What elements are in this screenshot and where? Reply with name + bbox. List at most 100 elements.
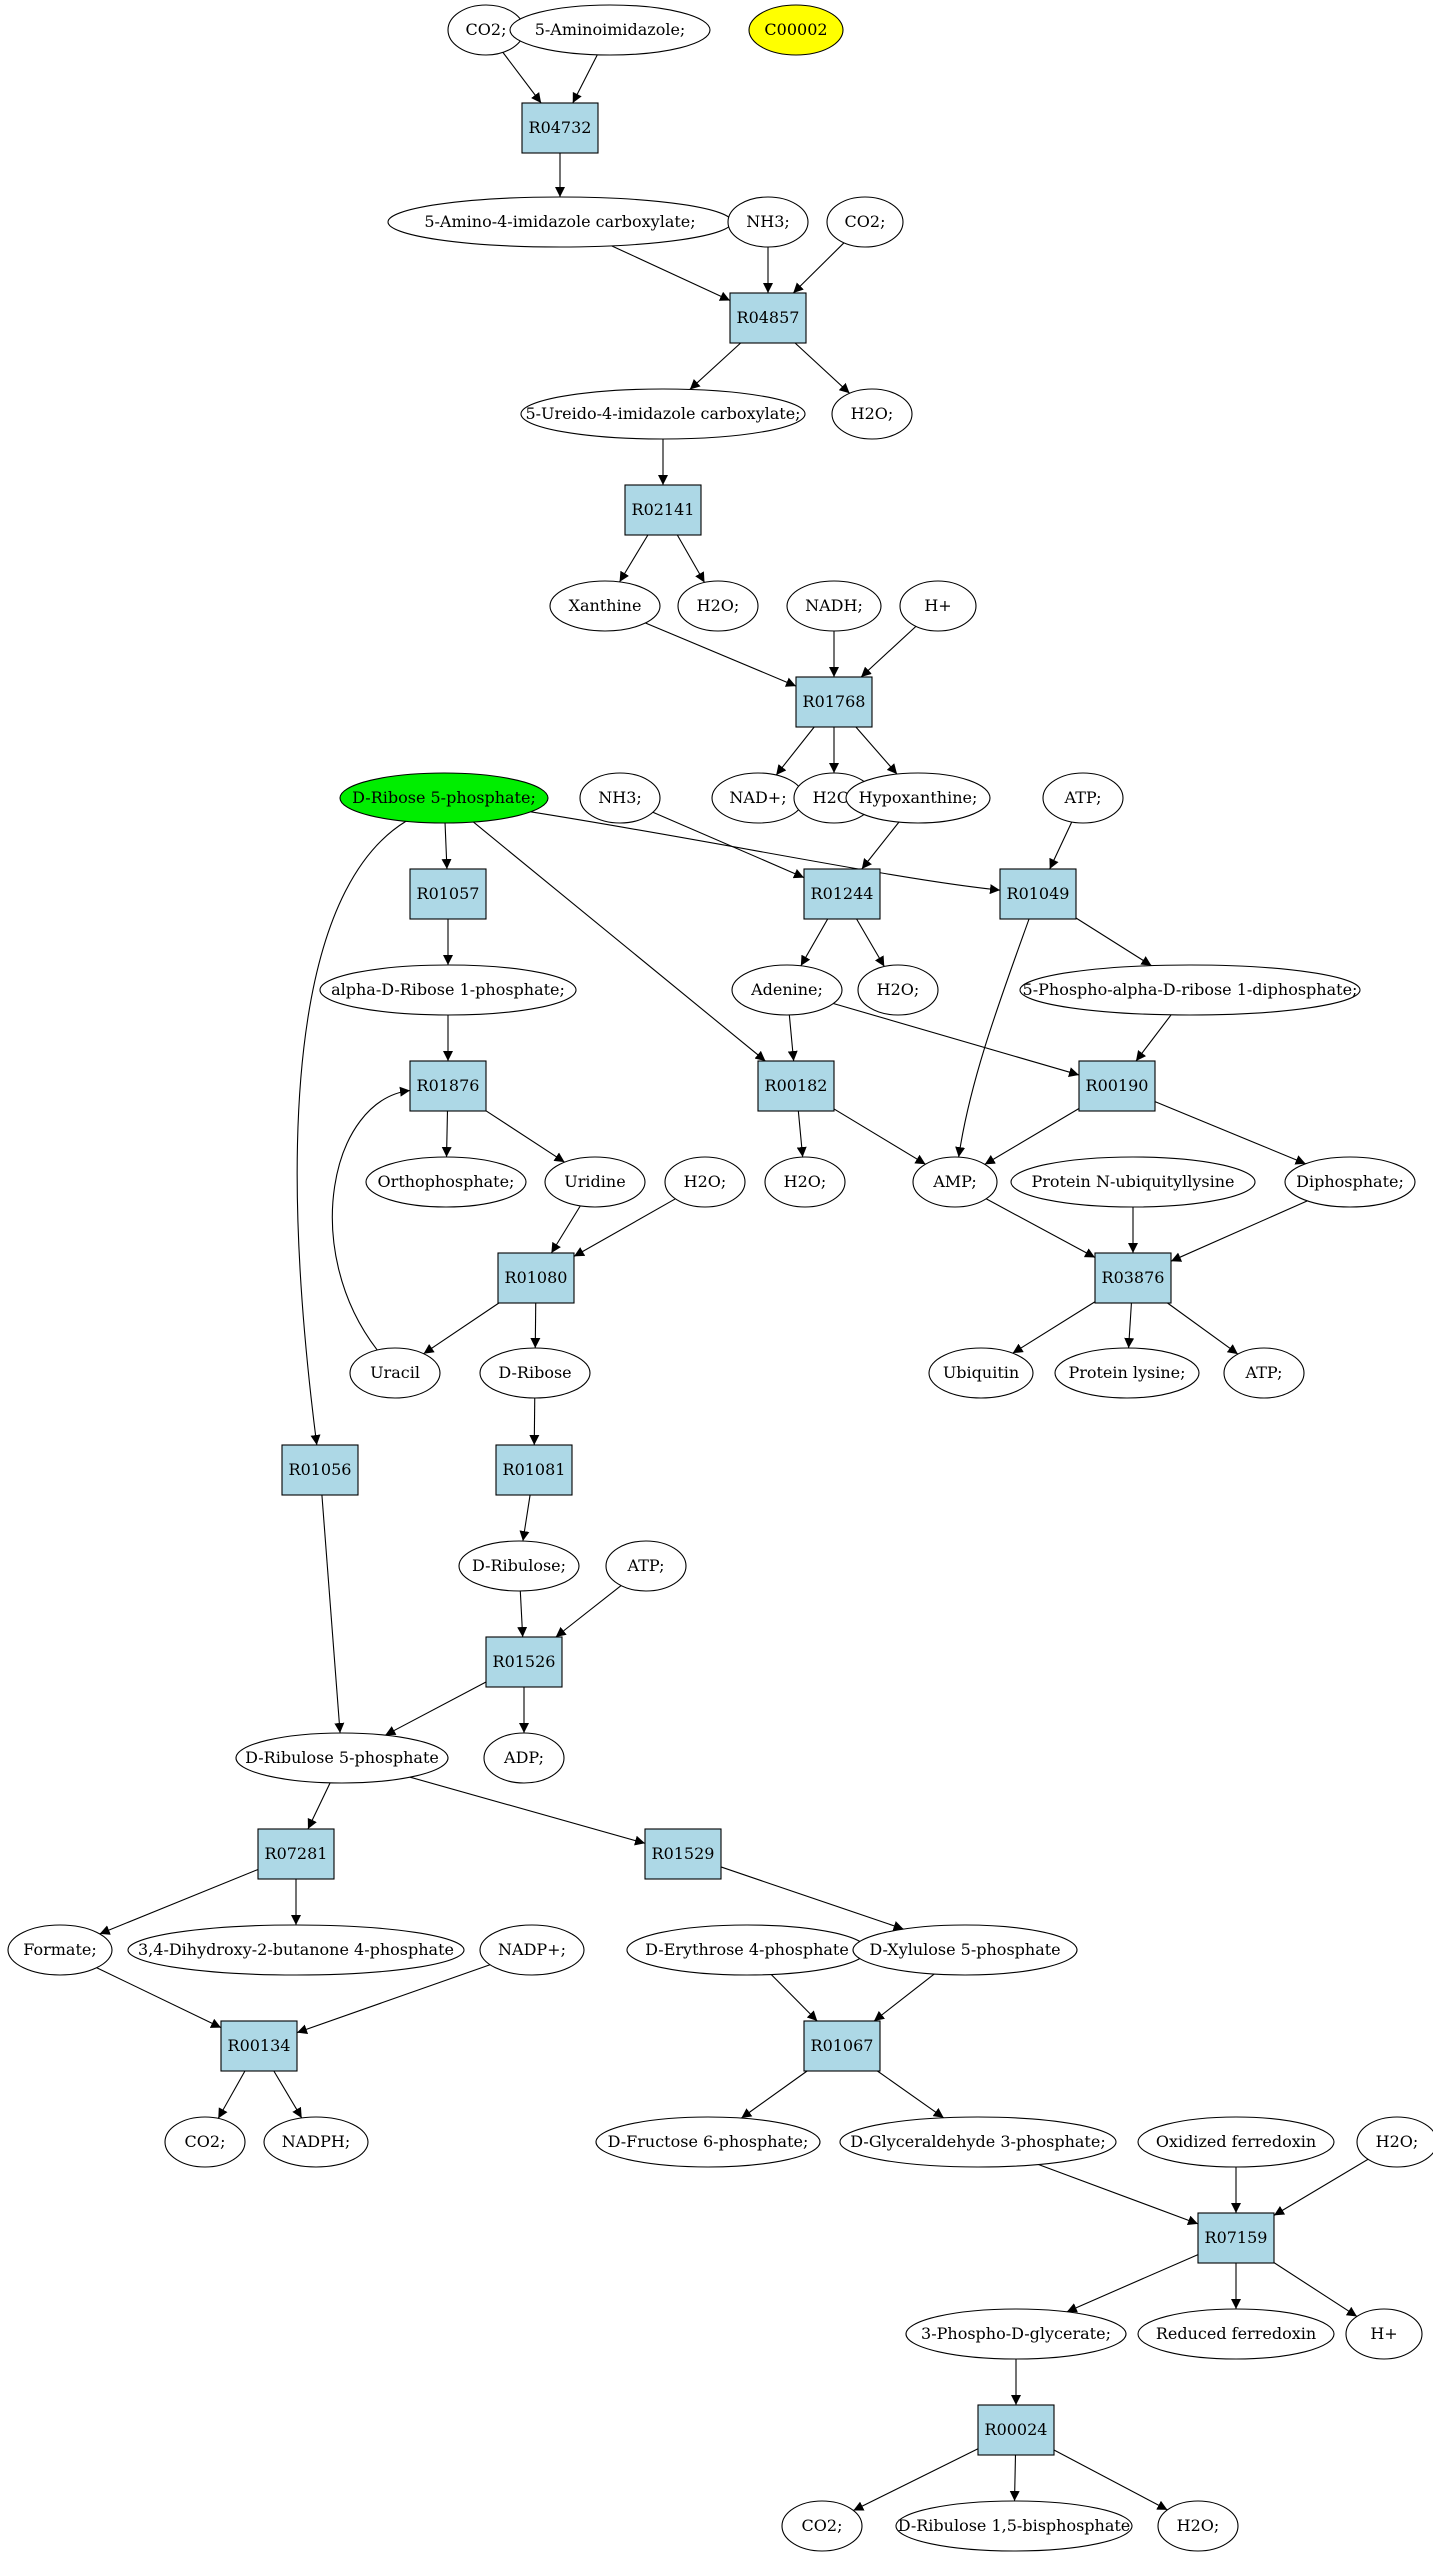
edge-r_r00134-to-c_co2_3 bbox=[217, 2070, 246, 2119]
compound-node-c_h2o_7[interactable]: H2O; bbox=[1356, 2116, 1433, 2168]
reaction-node-r_r02141[interactable]: R02141 bbox=[624, 484, 702, 536]
compound-node-c_ubiquitin[interactable]: Ubiquitin bbox=[928, 1347, 1034, 1399]
compound-node-c_5ureido[interactable]: 5-Ureido-4-imidazole carboxylate; bbox=[520, 388, 806, 440]
compound-node-c_3phosphodglycerate[interactable]: 3-Phospho-D-glycerate; bbox=[905, 2308, 1127, 2360]
compound-node-c_uracil[interactable]: Uracil bbox=[349, 1347, 441, 1399]
reaction-node-r_r00190[interactable]: R00190 bbox=[1078, 1060, 1156, 1112]
compound-ellipse bbox=[1284, 1156, 1416, 1208]
reaction-node-r_r07159[interactable]: R07159 bbox=[1197, 2212, 1275, 2264]
compound-node-c_alphadribose1p[interactable]: alpha-D-Ribose 1-phosphate; bbox=[319, 964, 577, 1016]
reaction-node-r_r01529[interactable]: R01529 bbox=[644, 1828, 722, 1880]
compound-node-c_dxylulose5p[interactable]: D-Xylulose 5-phosphate bbox=[852, 1924, 1078, 1976]
compound-node-c_nadplus[interactable]: NAD+; bbox=[711, 772, 805, 824]
compound-ellipse bbox=[781, 2500, 863, 2552]
node-label: R00190 bbox=[1086, 1076, 1149, 1095]
compound-node-c_nh3_2[interactable]: NH3; bbox=[579, 772, 661, 824]
reaction-node-r_r01056[interactable]: R01056 bbox=[281, 1444, 359, 1496]
compound-node-c_uridine[interactable]: Uridine bbox=[544, 1156, 646, 1208]
compound-node-c_5amino4imid[interactable]: 5-Amino-4-imidazole carboxylate; bbox=[387, 196, 733, 248]
compound-node-c_dhbp[interactable]: 3,4-Dihydroxy-2-butanone 4-phosphate bbox=[127, 1924, 465, 1976]
compound-node-c_dribose5p[interactable]: D-Ribose 5-phosphate; bbox=[339, 772, 549, 824]
compound-node-c_h2o_3[interactable]: H2O; bbox=[793, 772, 875, 824]
compound-node-c_5aminoimidazole[interactable]: 5-Aminoimidazole; bbox=[509, 4, 711, 56]
compound-node-c_hplus_1[interactable]: H+ bbox=[899, 580, 977, 632]
compound-node-c_co2_2[interactable]: CO2; bbox=[826, 196, 904, 248]
node-label: H2O; bbox=[1177, 2516, 1220, 2535]
compound-node-c_proteinlysine[interactable]: Protein lysine; bbox=[1054, 1347, 1200, 1399]
edge-c_prpp-to-r_r00190 bbox=[1135, 1014, 1172, 1062]
compound-ellipse bbox=[483, 1732, 565, 1784]
compound-node-c_c00002[interactable]: C00002 bbox=[748, 4, 844, 56]
compound-node-c_dfructose6p[interactable]: D-Fructose 6-phosphate; bbox=[595, 2116, 821, 2168]
compound-node-c_dribulose5p[interactable]: D-Ribulose 5-phosphate bbox=[235, 1732, 449, 1784]
compound-node-c_nadph[interactable]: NADPH; bbox=[263, 2116, 369, 2168]
compound-node-c_orthophosphate[interactable]: Orthophosphate; bbox=[365, 1156, 527, 1208]
edge-c_derythrose4p-to-r_r01067 bbox=[770, 1974, 818, 2022]
compound-node-c_atp_2[interactable]: ATP; bbox=[1223, 1347, 1305, 1399]
edge-r_r02141-to-c_h2o_2 bbox=[676, 534, 705, 583]
compound-node-c_h2o_4[interactable]: H2O; bbox=[857, 964, 939, 1016]
compound-node-c_dribose[interactable]: D-Ribose bbox=[479, 1347, 591, 1399]
compound-node-c_nadh[interactable]: NADH; bbox=[786, 580, 882, 632]
compound-node-c_hypoxanthine[interactable]: Hypoxanthine; bbox=[845, 772, 991, 824]
compound-node-c_nadpplus[interactable]: NADP+; bbox=[479, 1924, 585, 1976]
compound-node-c_adp[interactable]: ADP; bbox=[483, 1732, 565, 1784]
reaction-node-r_r07281[interactable]: R07281 bbox=[257, 1828, 335, 1880]
compound-node-c_h2o_6[interactable]: H2O; bbox=[764, 1156, 846, 1208]
compound-node-c_nh3_1[interactable]: NH3; bbox=[727, 196, 809, 248]
reaction-node-r_r01057[interactable]: R01057 bbox=[409, 868, 487, 920]
compound-node-c_co2_3[interactable]: CO2; bbox=[164, 2116, 246, 2168]
compound-node-c_dribulose15bp[interactable]: D-Ribulose 1,5-bisphosphate bbox=[895, 2500, 1133, 2552]
edge-r_r03876-to-c_atp_2 bbox=[1167, 1302, 1239, 1355]
compound-node-c_adenine[interactable]: Adenine; bbox=[731, 964, 843, 1016]
node-label: R01244 bbox=[811, 884, 874, 903]
reaction-box bbox=[1078, 1060, 1156, 1112]
compound-node-c_proteinnubiq[interactable]: Protein N-ubiquityllysine bbox=[1010, 1156, 1256, 1208]
node-label: H2O; bbox=[684, 1172, 727, 1191]
node-label: CO2; bbox=[845, 212, 886, 231]
compound-node-c_h2o_8[interactable]: H2O; bbox=[1157, 2500, 1239, 2552]
edge-r_r01768-to-c_nadplus bbox=[775, 726, 815, 776]
compound-node-c_h2o_2[interactable]: H2O; bbox=[677, 580, 759, 632]
edge-c_h2o_5-to-r_r01080 bbox=[573, 1198, 676, 1257]
compound-node-c_h2o_1[interactable]: H2O; bbox=[831, 388, 913, 440]
edge-r_r01876-to-c_uridine bbox=[485, 1110, 565, 1163]
reaction-node-r_r00182[interactable]: R00182 bbox=[757, 1060, 835, 1112]
compound-node-c_dglyceraldehyde3p[interactable]: D-Glyceraldehyde 3-phosphate; bbox=[839, 2116, 1117, 2168]
reaction-node-r_r01080[interactable]: R01080 bbox=[497, 1252, 575, 1304]
compound-node-c_prpp[interactable]: 5-Phospho-alpha-D-ribose 1-diphosphate; bbox=[1019, 964, 1361, 1016]
compound-node-c_h2o_5[interactable]: H2O; bbox=[664, 1156, 746, 1208]
compound-node-c_redferredoxin[interactable]: Reduced ferredoxin bbox=[1137, 2308, 1335, 2360]
reaction-node-r_r01768[interactable]: R01768 bbox=[795, 676, 873, 728]
edge-r_r07159-to-c_hplus_2 bbox=[1273, 2262, 1358, 2317]
compound-node-c_co2_4[interactable]: CO2; bbox=[781, 2500, 863, 2552]
reaction-node-r_r04732[interactable]: R04732 bbox=[521, 102, 599, 154]
reaction-node-r_r01526[interactable]: R01526 bbox=[485, 1636, 563, 1688]
node-label: R01067 bbox=[811, 2036, 874, 2055]
compound-node-c_diphosphate[interactable]: Diphosphate; bbox=[1284, 1156, 1416, 1208]
reaction-node-r_r00134[interactable]: R00134 bbox=[220, 2020, 298, 2072]
compound-node-c_xanthine[interactable]: Xanthine bbox=[549, 580, 661, 632]
reaction-node-r_r00024[interactable]: R00024 bbox=[977, 2404, 1055, 2456]
edge-r_r01049-to-c_prpp bbox=[1075, 917, 1152, 967]
compound-node-c_dribulose[interactable]: D-Ribulose; bbox=[458, 1540, 580, 1592]
node-label: CO2; bbox=[466, 20, 507, 39]
node-label: NH3; bbox=[598, 788, 642, 807]
edge-c_uridine-to-r_r01080 bbox=[550, 1205, 581, 1254]
reaction-node-r_r01876[interactable]: R01876 bbox=[409, 1060, 487, 1112]
compound-node-c_amp[interactable]: AMP; bbox=[912, 1156, 998, 1208]
reaction-node-r_r01081[interactable]: R01081 bbox=[495, 1444, 573, 1496]
compound-node-c_co2_1[interactable]: CO2; bbox=[447, 4, 525, 56]
compound-node-c_formate[interactable]: Formate; bbox=[7, 1924, 113, 1976]
compound-node-c_derythrose4p[interactable]: D-Erythrose 4-phosphate bbox=[626, 1924, 868, 1976]
compound-node-c_atp_3[interactable]: ATP; bbox=[605, 1540, 687, 1592]
reaction-node-r_r03876[interactable]: R03876 bbox=[1094, 1252, 1172, 1304]
reaction-node-r_r01244[interactable]: R01244 bbox=[803, 868, 881, 920]
reaction-node-r_r01067[interactable]: R01067 bbox=[803, 2020, 881, 2072]
compound-node-c_oxferredoxin[interactable]: Oxidized ferredoxin bbox=[1137, 2116, 1335, 2168]
reaction-node-r_r04857[interactable]: R04857 bbox=[729, 292, 807, 344]
compound-node-c_hplus_2[interactable]: H+ bbox=[1345, 2308, 1423, 2360]
compound-node-c_atp_1[interactable]: ATP; bbox=[1042, 772, 1124, 824]
node-label: R01529 bbox=[652, 1844, 715, 1863]
reaction-node-r_r01049[interactable]: R01049 bbox=[999, 868, 1077, 920]
